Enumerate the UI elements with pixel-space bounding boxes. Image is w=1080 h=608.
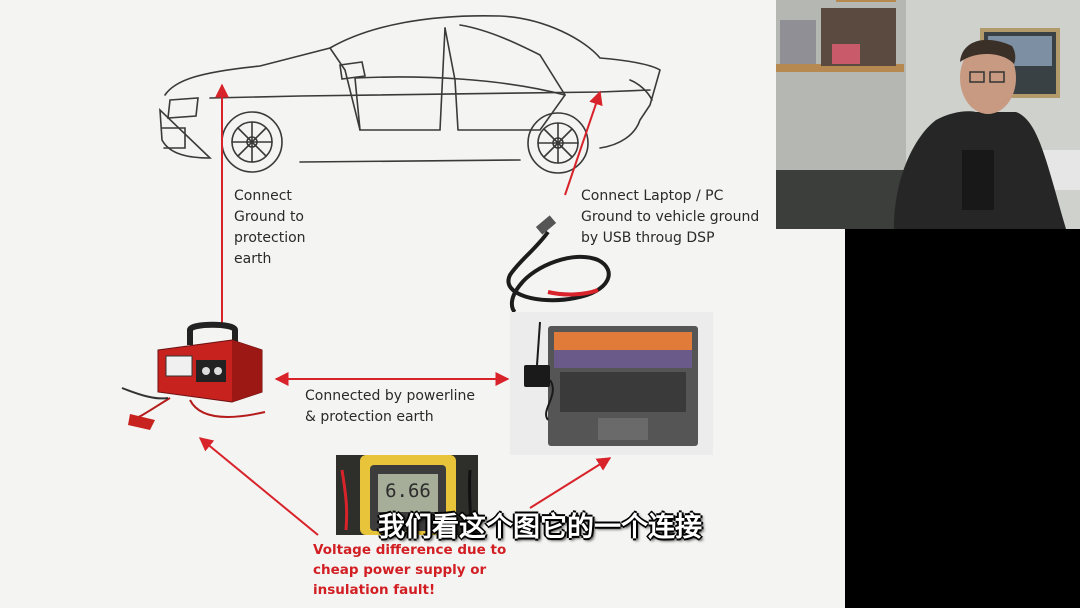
connection-arrows [198, 83, 612, 536]
multimeter-image [336, 455, 478, 535]
label-powerline: Connected by powerline & protection eart… [305, 388, 475, 425]
usb-cable-image [506, 215, 611, 314]
wooden-shelf [776, 64, 904, 72]
diagram-drawing [121, 14, 713, 536]
label-connect-laptop: Connect Laptop / PC Ground to vehicle gr… [581, 188, 760, 246]
webcam-feed [776, 0, 1080, 229]
laptop-image [510, 312, 713, 455]
multimeter-reading: 6.66 [385, 480, 431, 502]
video-subtitle: 我们看这个图它的一个连接 [378, 512, 702, 543]
arrow-to-charger [198, 437, 319, 536]
arrow-to-laptop [529, 457, 612, 509]
battery-charger-image [121, 321, 266, 430]
presentation-slide: 6.66 Connect Ground to protection earth … [0, 0, 845, 608]
arrow-cable-to-car [564, 90, 603, 196]
label-connect-ground: Connect Ground to protection earth [234, 188, 306, 267]
label-voltage-warning: Voltage difference due to cheap power su… [313, 542, 507, 598]
car-sketch [159, 14, 661, 174]
